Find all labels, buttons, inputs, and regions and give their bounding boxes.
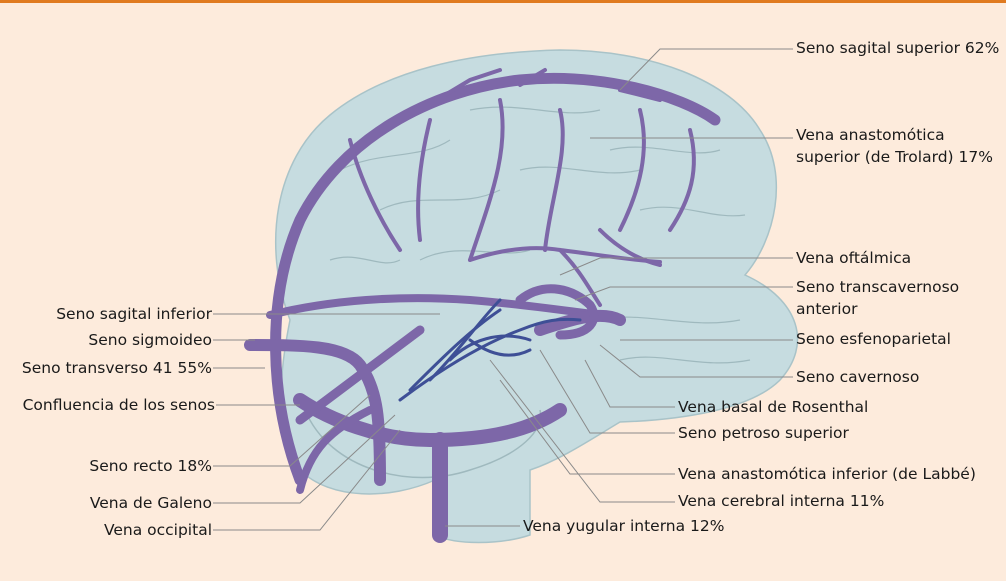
label-seno-petroso-superior: Seno petroso superior (678, 424, 849, 443)
label-seno-transverso: Seno transverso 41 55% (22, 359, 212, 378)
label-confluencia-senos: Confluencia de los senos (23, 396, 215, 415)
label-seno-sagital-inferior: Seno sagital inferior (56, 305, 212, 324)
label-seno-transcavernoso-line2: anterior (796, 300, 857, 319)
label-vena-anastomotica-inferior: Vena anastomótica inferior (de Labbé) (678, 465, 976, 484)
label-seno-sigmoideo: Seno sigmoideo (88, 331, 212, 350)
label-seno-recto: Seno recto 18% (89, 457, 212, 476)
label-seno-esfenoparietal: Seno esfenoparietal (796, 330, 951, 349)
label-seno-transcavernoso-line1: Seno transcavernoso (796, 278, 959, 297)
label-vena-galeno: Vena de Galeno (90, 494, 212, 513)
label-vena-cerebral-interna: Vena cerebral interna 11% (678, 492, 884, 511)
label-vena-anastomotica-superior-line1: Vena anastomótica (796, 126, 945, 145)
label-vena-anastomotica-superior-line2: superior (de Trolard) 17% (796, 148, 993, 167)
label-vena-yugular-interna: Vena yugular interna 12% (523, 517, 725, 536)
label-seno-sagital-superior: Seno sagital superior 62% (796, 39, 999, 58)
label-vena-basal-rosenthal: Vena basal de Rosenthal (678, 398, 868, 417)
label-vena-occipital: Vena occipital (104, 521, 212, 540)
label-vena-oftalmica: Vena oftálmica (796, 249, 911, 268)
label-seno-cavernoso: Seno cavernoso (796, 368, 919, 387)
